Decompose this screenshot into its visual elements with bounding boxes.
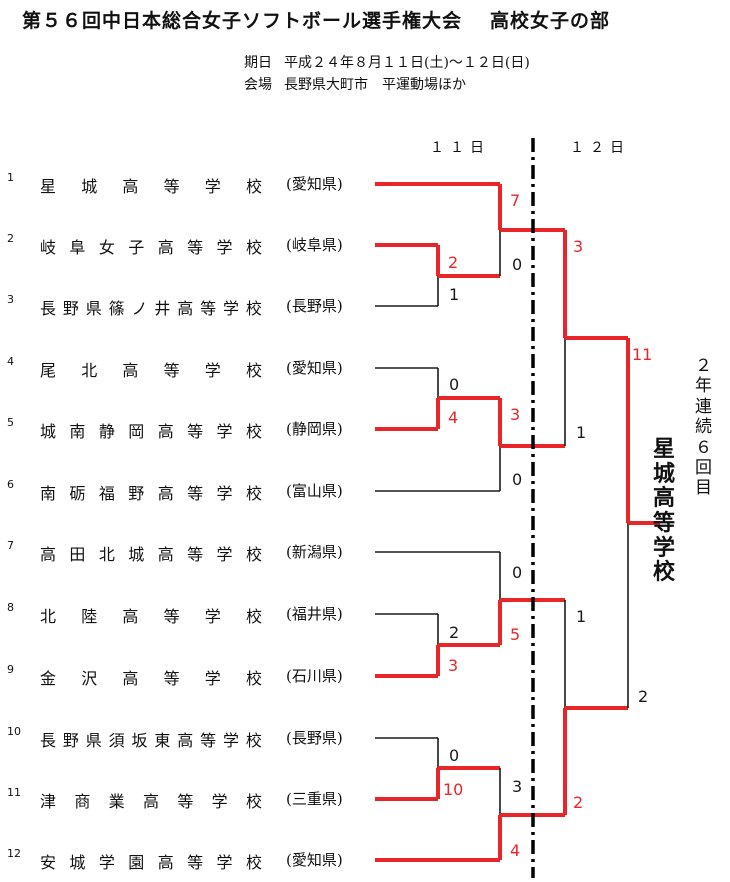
score-label: 2 bbox=[638, 687, 648, 706]
team-row: 7 高田北城高等学校 (新潟県) bbox=[0, 539, 370, 565]
team-row: 12 安城学園高等学校 (愛知県) bbox=[0, 847, 370, 873]
score-label: 4 bbox=[510, 841, 520, 860]
tournament-title: 第５６回中日本総合女子ソフトボール選手権大会 高校女子の部 bbox=[22, 6, 610, 33]
score-label: 1 bbox=[449, 285, 459, 304]
champion-char: 高 bbox=[653, 486, 676, 512]
venue-label: 会場 bbox=[244, 77, 272, 93]
team-name: 岐阜女子高等学校 bbox=[40, 238, 262, 257]
team-row: 6 南砺福野高等学校 (富山県) bbox=[0, 478, 370, 504]
team-seed-number: 9 bbox=[7, 663, 14, 676]
team-prefecture: (三重県) bbox=[286, 790, 343, 808]
team-prefecture: (新潟県) bbox=[286, 543, 343, 561]
score-label: 1 bbox=[576, 607, 586, 626]
team-row: 2 岐阜女子高等学校 (岐阜県) bbox=[0, 232, 370, 258]
team-name: 安城学園高等学校 bbox=[40, 853, 262, 872]
champion-char: 学 bbox=[653, 535, 676, 561]
streak-char: 連 bbox=[695, 396, 712, 417]
score-label: 2 bbox=[448, 253, 458, 272]
date-label: 期日 bbox=[244, 55, 272, 71]
team-row: 11 津商業高等学校 (三重県) bbox=[0, 786, 370, 812]
champion-name: 星城高等学校 bbox=[653, 437, 676, 586]
streak-char: 回 bbox=[695, 457, 712, 478]
champion-char: 星 bbox=[653, 437, 676, 462]
champion-char: 校 bbox=[653, 560, 676, 586]
venue-line: 会場長野県大町市 平運動場ほか bbox=[244, 74, 466, 94]
team-prefecture: (愛知県) bbox=[286, 851, 343, 869]
team-name: 津商業高等学校 bbox=[40, 792, 262, 811]
streak-char: ２ bbox=[695, 356, 712, 376]
team-name: 尾北高等学校 bbox=[40, 361, 262, 380]
team-row: 8 北陸高等学校 (福井県) bbox=[0, 601, 370, 627]
score-label: 1 bbox=[576, 423, 586, 442]
team-prefecture: (長野県) bbox=[286, 729, 343, 747]
score-label: 7 bbox=[510, 191, 520, 210]
date-line: 期日平成２４年８月１１日(土)～１２日(日) bbox=[244, 52, 530, 72]
team-row: 5 城南静岡高等学校 (静岡県) bbox=[0, 416, 370, 442]
team-prefecture: (岐阜県) bbox=[286, 236, 343, 254]
team-seed-number: 11 bbox=[7, 786, 21, 799]
score-label: 0 bbox=[449, 746, 459, 765]
team-seed-number: 7 bbox=[7, 539, 14, 552]
streak-char: 目 bbox=[695, 478, 712, 499]
streak-char: ６ bbox=[695, 437, 712, 458]
team-name: 北陸高等学校 bbox=[40, 607, 262, 626]
day2-header: １２日 bbox=[570, 140, 630, 156]
team-prefecture: (石川県) bbox=[286, 667, 343, 685]
team-name: 高田北城高等学校 bbox=[40, 545, 262, 564]
team-prefecture: (富山県) bbox=[286, 482, 343, 500]
score-label: 4 bbox=[448, 408, 458, 427]
score-label: 10 bbox=[443, 780, 463, 799]
team-prefecture: (静岡県) bbox=[286, 420, 343, 438]
team-name: 星城高等学校 bbox=[40, 177, 262, 196]
champion-char: 等 bbox=[653, 510, 676, 536]
team-seed-number: 2 bbox=[7, 232, 14, 245]
team-prefecture: (愛知県) bbox=[286, 359, 343, 377]
team-prefecture: (福井県) bbox=[286, 605, 343, 623]
team-seed-number: 4 bbox=[7, 355, 14, 368]
score-label: 0 bbox=[512, 470, 522, 489]
score-label: 0 bbox=[512, 255, 522, 274]
team-row: 4 尾北高等学校 (愛知県) bbox=[0, 355, 370, 381]
score-label: 5 bbox=[510, 625, 520, 644]
team-seed-number: 1 bbox=[7, 171, 14, 184]
score-label: 3 bbox=[573, 237, 583, 256]
score-label: 11 bbox=[632, 345, 652, 364]
champion-char: 城 bbox=[653, 461, 676, 487]
score-label: 3 bbox=[512, 777, 522, 796]
streak-char: 続 bbox=[695, 417, 712, 438]
team-seed-number: 5 bbox=[7, 416, 14, 429]
team-seed-number: 12 bbox=[7, 847, 21, 860]
score-label: 3 bbox=[510, 405, 520, 424]
team-seed-number: 6 bbox=[7, 478, 14, 491]
team-row: 3 長野県篠ノ井高等学校 (長野県) bbox=[0, 293, 370, 319]
team-prefecture: (長野県) bbox=[286, 297, 343, 315]
team-seed-number: 3 bbox=[7, 293, 14, 306]
team-name: 長野県篠ノ井高等学校 bbox=[40, 299, 262, 318]
team-seed-number: 8 bbox=[7, 601, 14, 614]
team-row: 10 長野県須坂東高等学校 (長野県) bbox=[0, 725, 370, 751]
team-name: 城南静岡高等学校 bbox=[40, 422, 262, 441]
title-main: 第５６回中日本総合女子ソフトボール選手権大会 bbox=[22, 10, 463, 32]
score-label: 3 bbox=[448, 656, 458, 675]
score-label: 2 bbox=[449, 623, 459, 642]
streak-char: 年 bbox=[695, 376, 712, 397]
team-name: 南砺福野高等学校 bbox=[40, 484, 262, 503]
title-division: 高校女子の部 bbox=[490, 10, 611, 32]
team-row: 9 金沢高等学校 (石川県) bbox=[0, 663, 370, 689]
team-prefecture: (愛知県) bbox=[286, 175, 343, 193]
date-value: 平成２４年８月１１日(土)～１２日(日) bbox=[284, 55, 530, 71]
team-row: 1 星城高等学校 (愛知県) bbox=[0, 171, 370, 197]
score-label: 2 bbox=[573, 793, 583, 812]
team-name: 長野県須坂東高等学校 bbox=[40, 731, 262, 750]
score-label: 0 bbox=[512, 563, 522, 582]
team-seed-number: 10 bbox=[7, 725, 21, 738]
score-label: 0 bbox=[449, 375, 459, 394]
venue-value: 長野県大町市 平運動場ほか bbox=[284, 77, 466, 93]
day1-header: １１日 bbox=[430, 140, 490, 156]
team-name: 金沢高等学校 bbox=[40, 669, 262, 688]
